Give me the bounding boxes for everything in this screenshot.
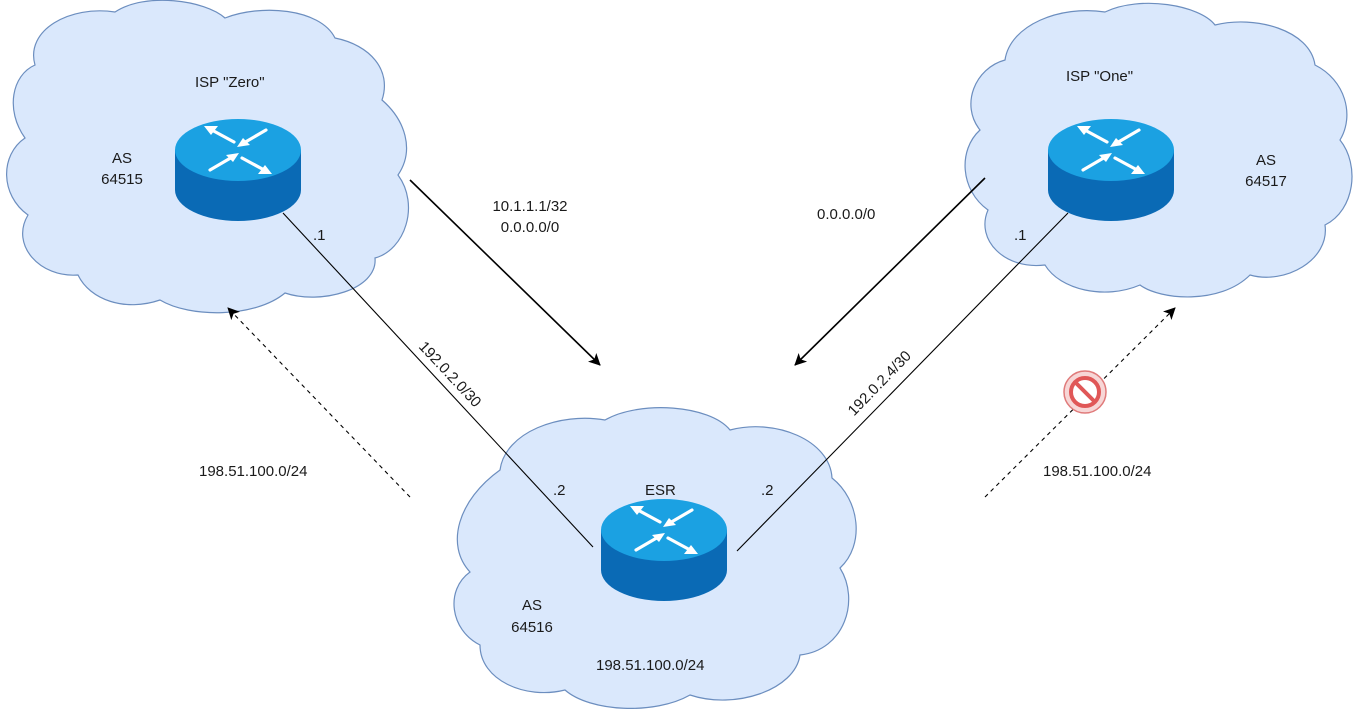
router-icon-esr [599,497,729,603]
arrow-zero-to-esr [409,179,601,366]
prohibited-icon [1063,370,1107,414]
link-zero-esr-end-label: .2 [553,482,566,499]
isp-one-as-label: AS [1255,152,1276,169]
isp-one-title: ISP "One" [1066,68,1134,85]
link-one-esr-end-label: .2 [761,482,774,499]
announce-from-zero-1: 10.1.1.1/32 [492,198,568,215]
esr-network: 198.51.100.0/24 [596,657,705,674]
router-icon-isp-zero [173,117,303,223]
link-one-end-label: .1 [1014,227,1027,244]
esr-as-label: AS [521,597,542,614]
announce-to-one: 198.51.100.0/24 [1043,463,1152,480]
isp-one-as-number: 64517 [1245,173,1287,190]
announce-from-zero-2: 0.0.0.0/0 [500,219,560,236]
arrow-esr-to-zero [227,307,411,498]
link-one-esr [736,212,1069,552]
announce-from-one: 0.0.0.0/0 [817,206,876,223]
isp-zero-title: ISP "Zero" [195,74,265,91]
esr-title: ESR [645,482,676,499]
link-zero-esr [282,212,594,548]
announce-to-zero: 198.51.100.0/24 [199,463,308,480]
link-zero-end-label: .1 [313,227,326,244]
router-icon-isp-one [1046,117,1176,223]
esr-as-number: 64516 [511,619,553,636]
isp-zero-as-label: AS [111,150,132,167]
arrow-one-to-esr [794,177,986,366]
isp-zero-as-number: 64515 [101,171,143,188]
